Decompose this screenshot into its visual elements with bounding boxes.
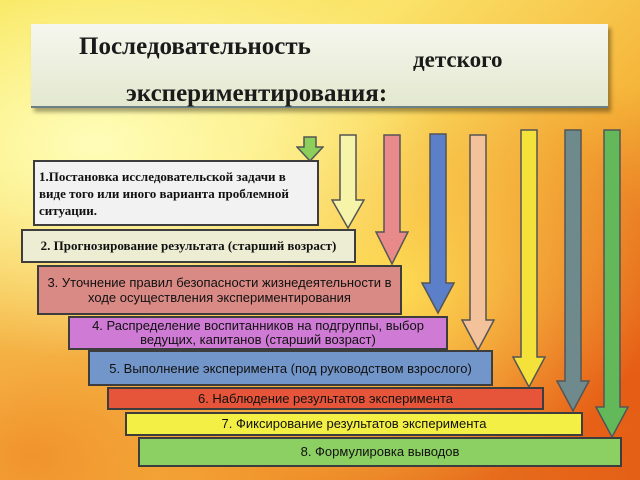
step-8-conclusions: 8. Формулировка выводов [138,437,622,467]
step-7-recording-results: 7. Фиксирование результатов эксперимента [125,412,583,436]
down-arrow-light-yellow-icon [331,134,365,230]
down-arrow-blue-icon [421,133,455,315]
down-arrow-peach-icon [461,134,495,352]
step-2-forecasting: 2. Прогнозирование результата (старший в… [21,229,356,263]
title-banner [31,24,608,108]
step-3-safety-rules: 3. Уточнение правил безопасности жизнеде… [37,265,402,315]
down-arrow-green-small-icon [296,136,324,162]
down-arrow-gray-icon [556,129,590,413]
page-title-line1: Последовательность [79,33,311,60]
step-1-problem-statement: 1.Постановка исследовательской задачи в … [33,160,319,226]
step-5-execution: 5. Выполнение эксперимента (под руководс… [88,350,493,386]
page-title-line1-right: детского [413,47,503,72]
down-arrow-yellow-icon [512,129,546,389]
down-arrow-green-icon [595,129,629,439]
down-arrow-pink-icon [375,134,409,266]
step-6-observation: 6. Наблюдение результатов эксперимента [107,387,544,410]
step-4-grouping: 4. Распределение воспитанников на подгру… [68,316,448,350]
page-title-line2: экспериментирования: [126,80,388,107]
